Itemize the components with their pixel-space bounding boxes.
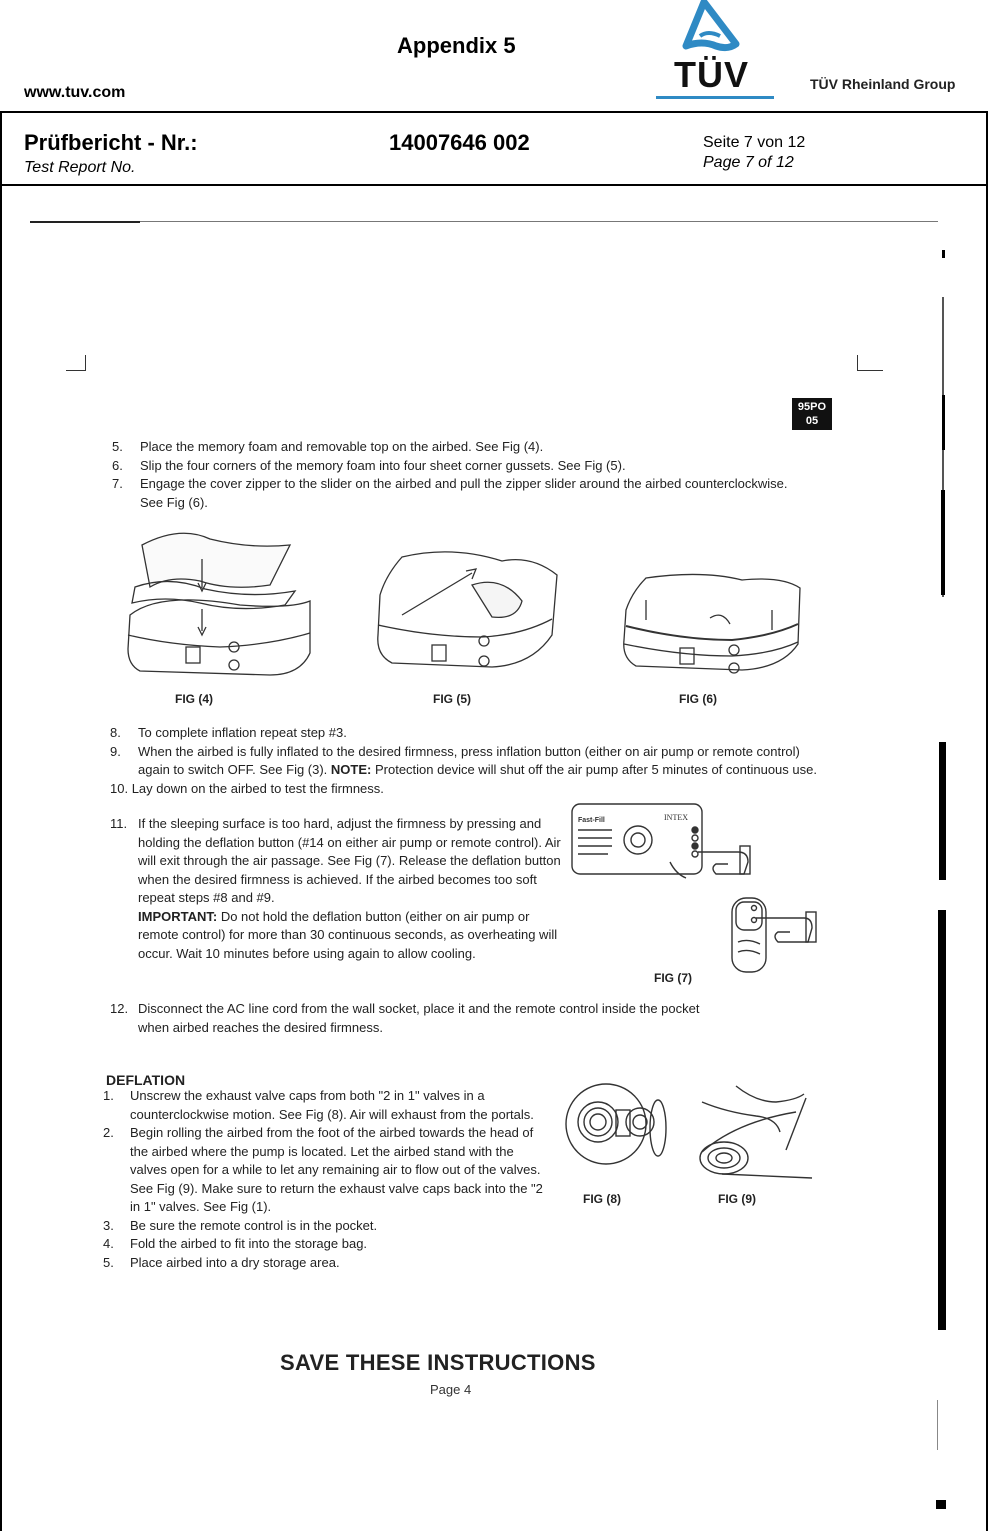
- badge-line-2: 05: [805, 415, 819, 427]
- step-text: Disconnect the AC line cord from the wal…: [138, 1001, 700, 1035]
- fig-5-illustration: [377, 551, 558, 668]
- fig-8-illustration: [565, 1083, 667, 1165]
- frame-left-border: [0, 111, 2, 1531]
- step-text: Unscrew the exhaust valve caps from both…: [130, 1088, 534, 1122]
- list-item: 1. Unscrew the exhaust valve caps from b…: [103, 1087, 553, 1124]
- list-item: 10. Lay down on the airbed to test the f…: [110, 780, 830, 799]
- tuv-triangle-icon: [682, 0, 740, 52]
- scan-edge-bar: [942, 250, 945, 258]
- step-text: Lay down on the airbed to test the firmn…: [131, 780, 384, 796]
- scan-edge-bar: [938, 910, 946, 1330]
- logo-wordmark: TÜV: [674, 54, 749, 95]
- step-number: 10.: [110, 780, 129, 796]
- step-number: 7.: [112, 476, 123, 491]
- step-text: Place the memory foam and removable top …: [140, 439, 544, 454]
- list-item: 5. Place airbed into a dry storage area.: [103, 1254, 553, 1273]
- important-note: IMPORTANT: Do not hold the deflation but…: [110, 908, 570, 964]
- report-number-label-en: Test Report No.: [24, 159, 136, 176]
- step-text: Begin rolling the airbed from the foot o…: [130, 1125, 543, 1214]
- scan-corner-mark: [936, 1500, 946, 1509]
- fig-9-illustration: [699, 1085, 813, 1179]
- steps-list-inflation: 8. To complete inflation repeat step #3.…: [110, 724, 830, 798]
- step-number: 1.: [103, 1088, 114, 1103]
- list-item: 7. Engage the cover zipper to the slider…: [112, 475, 812, 512]
- list-item: 11. If the sleeping surface is too hard,…: [110, 815, 570, 908]
- step-number: 4.: [103, 1236, 114, 1251]
- deflation-heading: DEFLATION: [106, 1072, 186, 1088]
- note-label: NOTE:: [330, 762, 372, 777]
- deflation-steps-list: 1. Unscrew the exhaust valve caps from b…: [103, 1087, 553, 1272]
- step-number: 5.: [103, 1254, 114, 1270]
- fig-9-caption: FIG (9): [718, 1192, 756, 1206]
- step-number: 11.: [110, 816, 128, 831]
- site-url: www.tuv.com: [24, 84, 126, 101]
- list-item: 9. When the airbed is fully inflated to …: [110, 743, 830, 780]
- fig-7-caption: FIG (7): [654, 971, 692, 985]
- scan-edge-bar: [941, 490, 945, 595]
- step-number: 3.: [103, 1217, 114, 1233]
- step-text: To complete inflation repeat step #3.: [138, 725, 347, 740]
- step-number: 2.: [103, 1125, 114, 1140]
- list-item: 2. Begin rolling the airbed from the foo…: [103, 1124, 553, 1217]
- pump-model-label: Fast-Fill: [578, 817, 605, 824]
- step-11-block: 11. If the sleeping surface is too hard,…: [110, 815, 570, 963]
- note-text: Protection device will shut off the air …: [371, 762, 817, 777]
- report-info-box: Prüfbericht - Nr.: Test Report No. 14007…: [0, 111, 988, 186]
- save-instructions-heading: SAVE THESE INSTRUCTIONS: [280, 1350, 596, 1375]
- step-number: 9.: [110, 743, 121, 759]
- list-item: 3. Be sure the remote control is in the …: [103, 1217, 553, 1236]
- list-item: 5. Place the memory foam and removable t…: [112, 438, 812, 457]
- steps-list-assembly: 5. Place the memory foam and removable t…: [112, 438, 812, 512]
- fig-8-caption: FIG (8): [583, 1192, 621, 1206]
- page-indicator-en: Page 7 of 12: [703, 154, 794, 171]
- appendix-title: Appendix 5: [397, 33, 516, 58]
- step-text: Engage the cover zipper to the slider on…: [140, 476, 788, 510]
- fig-5-caption: FIG (5): [433, 692, 471, 706]
- important-text: Do not hold the deflation button (either…: [138, 908, 558, 961]
- step-number: 12.: [110, 1001, 129, 1016]
- report-number-label: Prüfbericht - Nr.:: [24, 130, 198, 155]
- step-number: 8.: [110, 725, 121, 740]
- list-item: 12. Disconnect the AC line cord from the…: [110, 1000, 730, 1037]
- crop-mark-left: [66, 355, 86, 371]
- group-name: TÜV Rheinland Group: [810, 76, 956, 92]
- logo-underline: [656, 96, 774, 99]
- scan-top-rule-dark: [30, 221, 140, 223]
- fig-4-illustration: [127, 532, 311, 676]
- scan-page-number: Page 4: [430, 1382, 472, 1397]
- scan-edge-bar: [942, 395, 945, 450]
- model-badge: 95PO 05: [792, 398, 832, 430]
- step-text: Fold the airbed to fit into the storage …: [130, 1236, 368, 1251]
- fig-7-illustration: Fast-Fill INTEX: [571, 803, 817, 973]
- fig-6-illustration: [623, 573, 801, 674]
- list-item: 8. To complete inflation repeat step #3.: [110, 724, 830, 743]
- scan-top-rule: [30, 221, 938, 222]
- report-number: 14007646 002: [389, 130, 530, 155]
- page-indicator-de: Seite 7 von 12: [703, 134, 806, 151]
- scan-edge-bar: [939, 742, 946, 880]
- crop-mark-right: [857, 355, 883, 371]
- step-number: 5.: [112, 439, 123, 454]
- pump-brand-label: INTEX: [664, 813, 688, 822]
- step-text: Place airbed into a dry storage area.: [130, 1254, 340, 1270]
- tuv-logo: TÜV: [656, 0, 776, 102]
- step-text: When the airbed is fully inflated to the…: [138, 743, 800, 778]
- fig-4-caption: FIG (4): [175, 692, 213, 706]
- fig-6-caption: FIG (6): [679, 692, 717, 706]
- important-label: IMPORTANT:: [138, 908, 218, 924]
- step-text: Be sure the remote control is in the poc…: [130, 1217, 378, 1233]
- list-item: 4. Fold the airbed to fit into the stora…: [103, 1235, 553, 1254]
- badge-line-1: 95PO: [797, 401, 827, 413]
- list-item: 6. Slip the four corners of the memory f…: [112, 457, 812, 476]
- scan-edge-bar: [937, 1400, 938, 1450]
- step-number: 6.: [112, 457, 123, 473]
- frame-right-border: [986, 111, 988, 1531]
- step-text: If the sleeping surface is too hard, adj…: [138, 816, 561, 905]
- step-text: Slip the four corners of the memory foam…: [140, 457, 626, 473]
- step-12-block: 12. Disconnect the AC line cord from the…: [110, 1000, 730, 1037]
